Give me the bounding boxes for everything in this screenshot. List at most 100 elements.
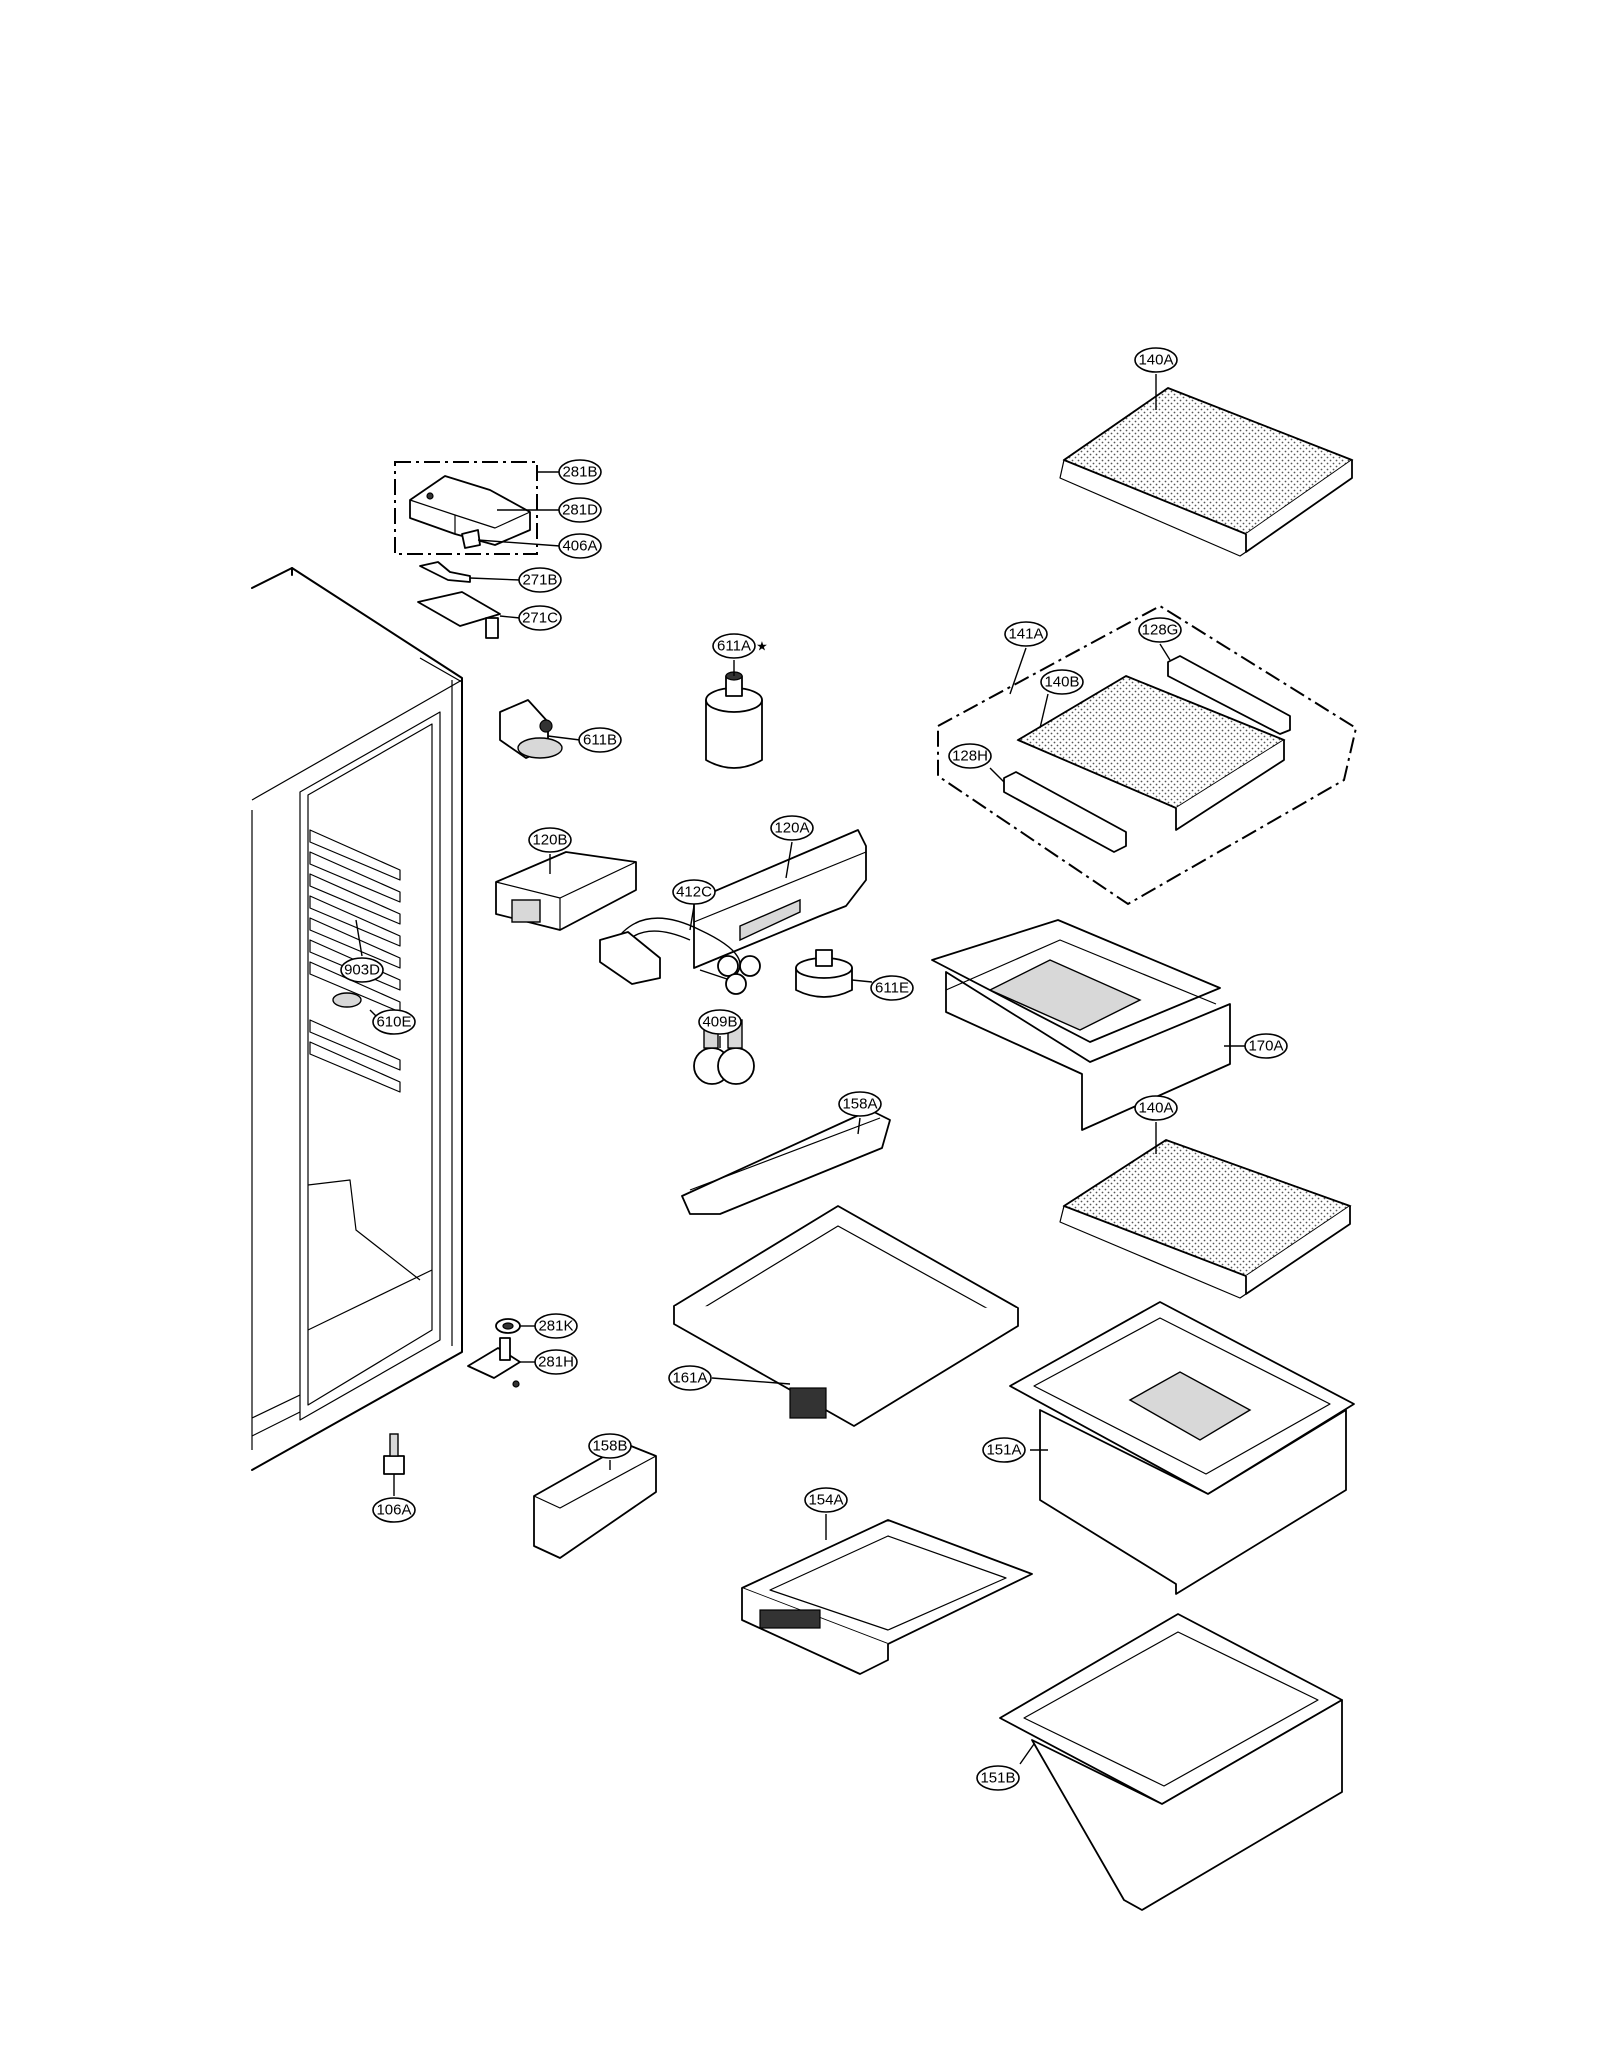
leader-lines xyxy=(355,374,1246,1765)
callout-mark: ★ xyxy=(756,639,768,654)
callout-140A: 140A xyxy=(1134,1095,1178,1121)
callout-oval xyxy=(870,975,914,1001)
callout-903D: 903D xyxy=(340,957,384,983)
callout-label: 412C xyxy=(676,884,712,901)
callout-oval xyxy=(838,1091,882,1117)
part-271C-hinge xyxy=(417,591,501,639)
cabinet xyxy=(251,567,463,1471)
callout-label: 406A xyxy=(562,538,597,555)
part-151A-crisper xyxy=(1009,1301,1355,1595)
part-406A-switch xyxy=(461,529,481,549)
callout-oval xyxy=(1040,669,1084,695)
callout-layer: 140A 281B 281D 406A 271B 271C 611A ★ 611B 141A 128… xyxy=(340,347,1288,1791)
callout-label: 151B xyxy=(980,1770,1015,1787)
callout-label: 610E xyxy=(376,1014,411,1031)
part-409B-bulbs xyxy=(693,1019,755,1085)
callout-611A: 611A ★ xyxy=(712,633,768,659)
callout-oval xyxy=(372,1497,416,1523)
callout-label: 140A xyxy=(1138,352,1173,369)
callout-140A: 140A xyxy=(1134,347,1178,373)
callout-oval xyxy=(948,743,992,769)
part-611E-cap xyxy=(795,949,853,998)
callout-oval xyxy=(712,633,756,659)
callout-oval xyxy=(770,815,814,841)
callout-154A: 154A xyxy=(804,1487,848,1513)
callout-412C: 412C xyxy=(672,879,716,905)
callout-oval xyxy=(578,727,622,753)
callout-oval xyxy=(804,1487,848,1513)
part-120A-cover xyxy=(693,829,867,969)
callout-label: 140B xyxy=(1044,674,1079,691)
callout-610E: 610E xyxy=(372,1009,416,1035)
part-611B-valve xyxy=(499,699,563,759)
callout-oval xyxy=(672,879,716,905)
part-281D-cover xyxy=(409,475,531,546)
part-281H-lower-hinge xyxy=(467,1337,521,1388)
callout-label: 170A xyxy=(1248,1038,1283,1055)
callout-oval xyxy=(1138,617,1182,643)
part-170A-drawer xyxy=(931,919,1231,1131)
callout-oval xyxy=(1244,1033,1288,1059)
callout-label: 120A xyxy=(774,820,809,837)
callout-611E: 611E xyxy=(870,975,914,1001)
callout-170A: 170A xyxy=(1244,1033,1288,1059)
callout-281H: 281H xyxy=(534,1349,578,1375)
callout-158A: 158A xyxy=(838,1091,882,1117)
callout-label: 154A xyxy=(808,1492,843,1509)
part-281K-bushing xyxy=(495,1318,521,1334)
callout-label: 281H xyxy=(538,1354,574,1371)
assembly-outline-281B xyxy=(394,461,538,555)
callout-120A: 120A xyxy=(770,815,814,841)
callout-271C: 271C xyxy=(518,605,562,631)
callout-label: 151A xyxy=(986,1442,1021,1459)
callout-oval xyxy=(976,1765,1020,1791)
callout-oval xyxy=(1004,621,1048,647)
callout-161A: 161A xyxy=(668,1365,712,1391)
callout-271B: 271B xyxy=(518,567,562,593)
part-412C-harness xyxy=(599,917,761,995)
callout-label: 141A xyxy=(1008,626,1043,643)
callout-label: 106A xyxy=(376,1502,411,1519)
callout-281B: 281B xyxy=(558,459,602,485)
callout-label: 271B xyxy=(522,572,557,589)
callout-oval xyxy=(534,1313,578,1339)
part-140A-shelf-top xyxy=(1059,387,1354,557)
callout-oval xyxy=(528,827,572,853)
callout-label: 140A xyxy=(1138,1100,1173,1117)
callout-oval xyxy=(534,1349,578,1375)
callout-106A: 106A xyxy=(372,1497,416,1523)
callout-label: 611A xyxy=(717,638,751,655)
part-271B-bracket xyxy=(419,561,471,583)
callout-oval xyxy=(558,459,602,485)
callout-oval xyxy=(1134,347,1178,373)
callout-label: 128G xyxy=(1142,622,1179,639)
callout-151A: 151A xyxy=(982,1437,1026,1463)
callout-label: 409B xyxy=(702,1014,737,1031)
callout-oval xyxy=(518,567,562,593)
callout-611B: 611B xyxy=(578,727,622,753)
callout-oval xyxy=(558,497,602,523)
callout-128H: 128H xyxy=(948,743,992,769)
callout-label: 271C xyxy=(522,610,558,627)
part-158B-cover xyxy=(533,1443,657,1559)
assembly-outline-141A xyxy=(937,604,1358,906)
callout-oval xyxy=(1134,1095,1178,1121)
callout-label: 161A xyxy=(672,1370,707,1387)
part-161A-shelf xyxy=(673,1205,1019,1427)
callout-oval xyxy=(340,957,384,983)
part-106A-leveler xyxy=(383,1433,405,1475)
callout-128G: 128G xyxy=(1138,617,1182,643)
callout-oval xyxy=(372,1009,416,1035)
part-140A-shelf-mid xyxy=(1059,1139,1352,1299)
callout-label: 611E xyxy=(875,980,909,997)
callout-label: 611B xyxy=(583,732,617,749)
callout-oval xyxy=(558,533,602,559)
callout-oval xyxy=(518,605,562,631)
callout-281D: 281D xyxy=(558,497,602,523)
callout-406A: 406A xyxy=(558,533,602,559)
callout-label: 120B xyxy=(532,832,567,849)
callout-oval xyxy=(668,1365,712,1391)
callout-oval xyxy=(982,1437,1026,1463)
part-154A-tray xyxy=(741,1519,1033,1675)
callout-141A: 141A xyxy=(1004,621,1048,647)
